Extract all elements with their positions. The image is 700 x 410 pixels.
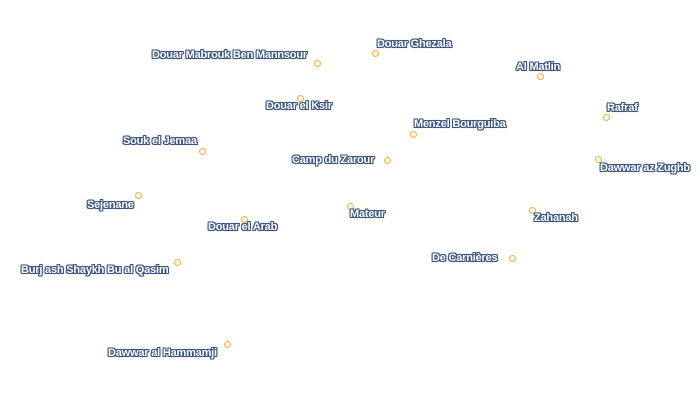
- place-label: Mateur: [350, 208, 385, 220]
- place-label: Camp du Zarour: [292, 154, 375, 166]
- place-marker[interactable]: [297, 95, 304, 102]
- place-marker[interactable]: [241, 216, 248, 223]
- place-label: Dawwar az Zughb: [600, 162, 690, 174]
- place-label: Douar Mabrouk Ben Mannsour: [152, 49, 307, 61]
- place-marker[interactable]: [174, 259, 181, 266]
- place-marker[interactable]: [410, 131, 417, 138]
- place-marker[interactable]: [509, 255, 516, 262]
- place-marker[interactable]: [372, 50, 379, 57]
- place-marker[interactable]: [595, 156, 602, 163]
- place-marker[interactable]: [537, 73, 544, 80]
- place-label: Rafraf: [607, 102, 638, 114]
- place-marker[interactable]: [135, 192, 142, 199]
- place-label: Douar el Arab: [208, 221, 278, 233]
- place-marker[interactable]: [603, 114, 610, 121]
- place-label: Zahanah: [534, 212, 578, 224]
- place-marker[interactable]: [347, 203, 354, 210]
- place-label: Douar Ghezala: [377, 38, 452, 50]
- place-label: Burj ash Shaykh Bu al Qasim: [21, 264, 169, 276]
- place-label: Al Matlin: [516, 61, 561, 73]
- place-marker[interactable]: [199, 148, 206, 155]
- place-marker[interactable]: [384, 157, 391, 164]
- place-label: Douar el Ksir: [266, 100, 332, 112]
- place-marker[interactable]: [224, 341, 231, 348]
- place-marker[interactable]: [529, 207, 536, 214]
- place-label: Menzel Bourguiba: [414, 118, 506, 130]
- place-label: Dawwar al Hammamji: [108, 347, 217, 359]
- place-label: Souk el Jemaa: [123, 135, 197, 147]
- place-label: De Carnières: [432, 252, 498, 264]
- place-marker[interactable]: [314, 60, 321, 67]
- place-label: Sejenane: [87, 199, 134, 211]
